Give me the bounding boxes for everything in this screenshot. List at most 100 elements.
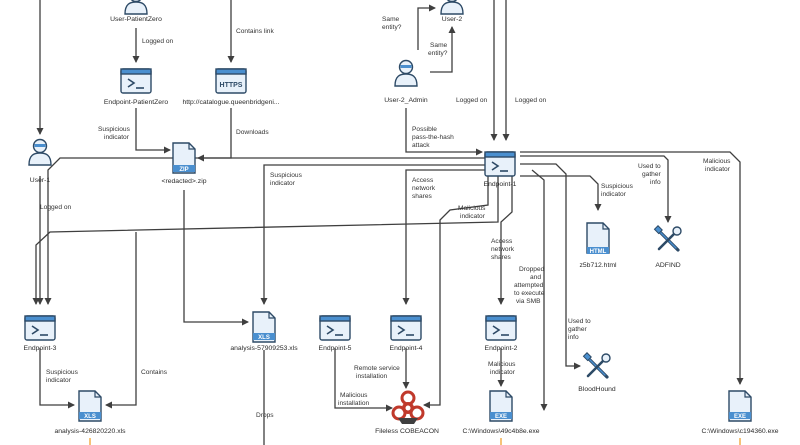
edge-label: shares bbox=[491, 254, 511, 261]
node-label: Endpoint-5 bbox=[319, 345, 352, 352]
node-bloodhound[interactable]: BloodHound bbox=[578, 351, 616, 393]
node-label: Endpoint-3 bbox=[24, 345, 57, 352]
node-exe-2[interactable]: EXE C:\Windows\c194360.exe bbox=[701, 390, 779, 435]
edge-label: Possible bbox=[412, 126, 437, 133]
edge-used-gather-bh bbox=[520, 163, 581, 370]
terminal-icon bbox=[484, 151, 516, 177]
edges bbox=[32, 0, 744, 445]
edge-label: attack bbox=[412, 142, 430, 149]
user-icon bbox=[394, 59, 418, 87]
node-user-1[interactable]: User-1 bbox=[28, 138, 52, 185]
node-html[interactable]: HTML z5b712.html bbox=[579, 222, 617, 269]
edge-label: indicator bbox=[270, 180, 296, 187]
zip-badge: ZIP bbox=[179, 167, 188, 173]
edge-downloads bbox=[197, 108, 232, 162]
edge-malicious-install bbox=[334, 348, 393, 412]
edge-label: indicator bbox=[490, 369, 516, 376]
edge-zip-to-xls2 bbox=[183, 190, 249, 326]
file-badge-bg bbox=[729, 412, 751, 419]
node-cobeacon[interactable]: Fileless COBEACON bbox=[375, 390, 439, 435]
node-label: Fileless COBEACON bbox=[375, 428, 439, 435]
terminal-icon bbox=[390, 315, 422, 341]
edge-label: info bbox=[650, 179, 661, 186]
edge-label: Suspicious bbox=[98, 126, 131, 133]
exe-badge: EXE bbox=[734, 414, 746, 420]
edge-label: Contains bbox=[141, 369, 168, 376]
edge-access-shares-e4 bbox=[402, 169, 486, 305]
edge-label: Used to bbox=[568, 318, 591, 325]
edge-label: attempted bbox=[514, 282, 544, 289]
edge-label: entity? bbox=[382, 24, 402, 31]
node-label: BloodHound bbox=[578, 386, 616, 393]
node-url[interactable]: HTTPS http://catalogue.queenbridgeni... bbox=[182, 68, 280, 106]
edge-label: Contains link bbox=[236, 28, 274, 35]
user-icon bbox=[28, 138, 52, 166]
edge-label: Suspicious bbox=[601, 183, 634, 190]
edge-label: entity? bbox=[428, 50, 448, 57]
edge-suspicious-html bbox=[520, 175, 602, 211]
edge-same-entity-a bbox=[417, 4, 436, 50]
node-endpoint-patientzero[interactable]: Endpoint-PatientZero bbox=[104, 68, 168, 106]
exe-badge: EXE bbox=[495, 414, 507, 420]
edge-label: Malicious bbox=[488, 361, 516, 368]
edge-label: network bbox=[412, 185, 436, 192]
edge-label: Access bbox=[491, 238, 513, 245]
edge-label: indicator bbox=[104, 134, 130, 141]
edge-label: Malicious bbox=[703, 158, 731, 165]
node-label: analysis-57909253.xls bbox=[230, 345, 298, 352]
edge-pass-the-hash bbox=[405, 108, 483, 156]
node-adfind[interactable]: ADFIND bbox=[652, 224, 683, 269]
file-badge-bg bbox=[253, 333, 275, 340]
edge-malicious-exe2 bbox=[520, 151, 744, 385]
node-exe-1[interactable]: EXE C:\Windows\49c4b8e.exe bbox=[462, 390, 540, 435]
edge-e1-to-e3 bbox=[44, 157, 486, 305]
edge-label: Access bbox=[412, 177, 434, 184]
node-label: C:\Windows\49c4b8e.exe bbox=[462, 428, 539, 435]
node-label: C:\Windows\c194360.exe bbox=[701, 428, 778, 435]
terminal-icon bbox=[319, 315, 351, 341]
edge-label: shares bbox=[412, 193, 432, 200]
edge-label: Malicious bbox=[458, 205, 486, 212]
edge-label: pass-the-hash bbox=[412, 134, 454, 141]
node-endpoint-2[interactable]: Endpoint-2 bbox=[485, 315, 518, 352]
user-icon bbox=[440, 0, 464, 15]
node-zip[interactable]: ZIP <redacted>.zip bbox=[162, 142, 207, 185]
edge-label: Drops bbox=[256, 412, 274, 419]
node-user-patientzero[interactable]: User-PatientZero bbox=[110, 0, 162, 23]
node-user-2-admin[interactable]: User-2_Admin bbox=[384, 59, 428, 105]
edge-dropped-smb bbox=[531, 169, 548, 411]
terminal-icon bbox=[485, 315, 517, 341]
edge-label: Logged on bbox=[515, 97, 547, 104]
edge-label: Same bbox=[430, 42, 448, 49]
edge-label: indicator bbox=[601, 191, 627, 198]
edge-used-gather-adfind bbox=[520, 155, 672, 223]
node-label: Endpoint-2 bbox=[485, 345, 518, 352]
node-label: User-1 bbox=[30, 177, 51, 184]
edge-labels: Logged on Contains link Same entity? Sam… bbox=[40, 16, 731, 419]
edge-access-shares-e2 bbox=[497, 176, 513, 305]
edge-label: via SMB bbox=[516, 298, 541, 305]
node-xls-1[interactable]: XLS analysis-426820220.xls bbox=[54, 390, 126, 435]
node-xls-2[interactable]: XLS analysis-57909253.xls bbox=[230, 311, 298, 352]
edge-label: Logged on bbox=[40, 204, 72, 211]
node-user-2[interactable]: User-2 bbox=[440, 0, 464, 23]
edge-label: Logged on bbox=[142, 38, 174, 45]
biohazard-icon bbox=[391, 390, 425, 424]
node-label: Endpoint-4 bbox=[390, 345, 423, 352]
node-endpoint-3[interactable]: Endpoint-3 bbox=[24, 315, 57, 352]
file-badge-bg bbox=[79, 412, 101, 419]
edge-label: Suspicious bbox=[270, 172, 303, 179]
nodes[interactable]: User-PatientZero User-2 Endpoint-Patient… bbox=[24, 0, 779, 435]
edge-malicious-cobeacon bbox=[423, 176, 489, 409]
node-endpoint-5[interactable]: Endpoint-5 bbox=[319, 315, 352, 352]
edge-label: Remote service bbox=[354, 365, 400, 372]
tools-icon bbox=[652, 224, 683, 252]
node-endpoint-4[interactable]: Endpoint-4 bbox=[390, 315, 423, 352]
edge-label: installation bbox=[356, 373, 387, 380]
xls-badge: XLS bbox=[84, 414, 96, 420]
node-endpoint-1[interactable]: Endpoint-1 bbox=[484, 151, 517, 188]
node-label: analysis-426820220.xls bbox=[54, 428, 126, 435]
edge-contains bbox=[105, 232, 137, 409]
edge-suspicious-xls1 bbox=[39, 348, 75, 409]
